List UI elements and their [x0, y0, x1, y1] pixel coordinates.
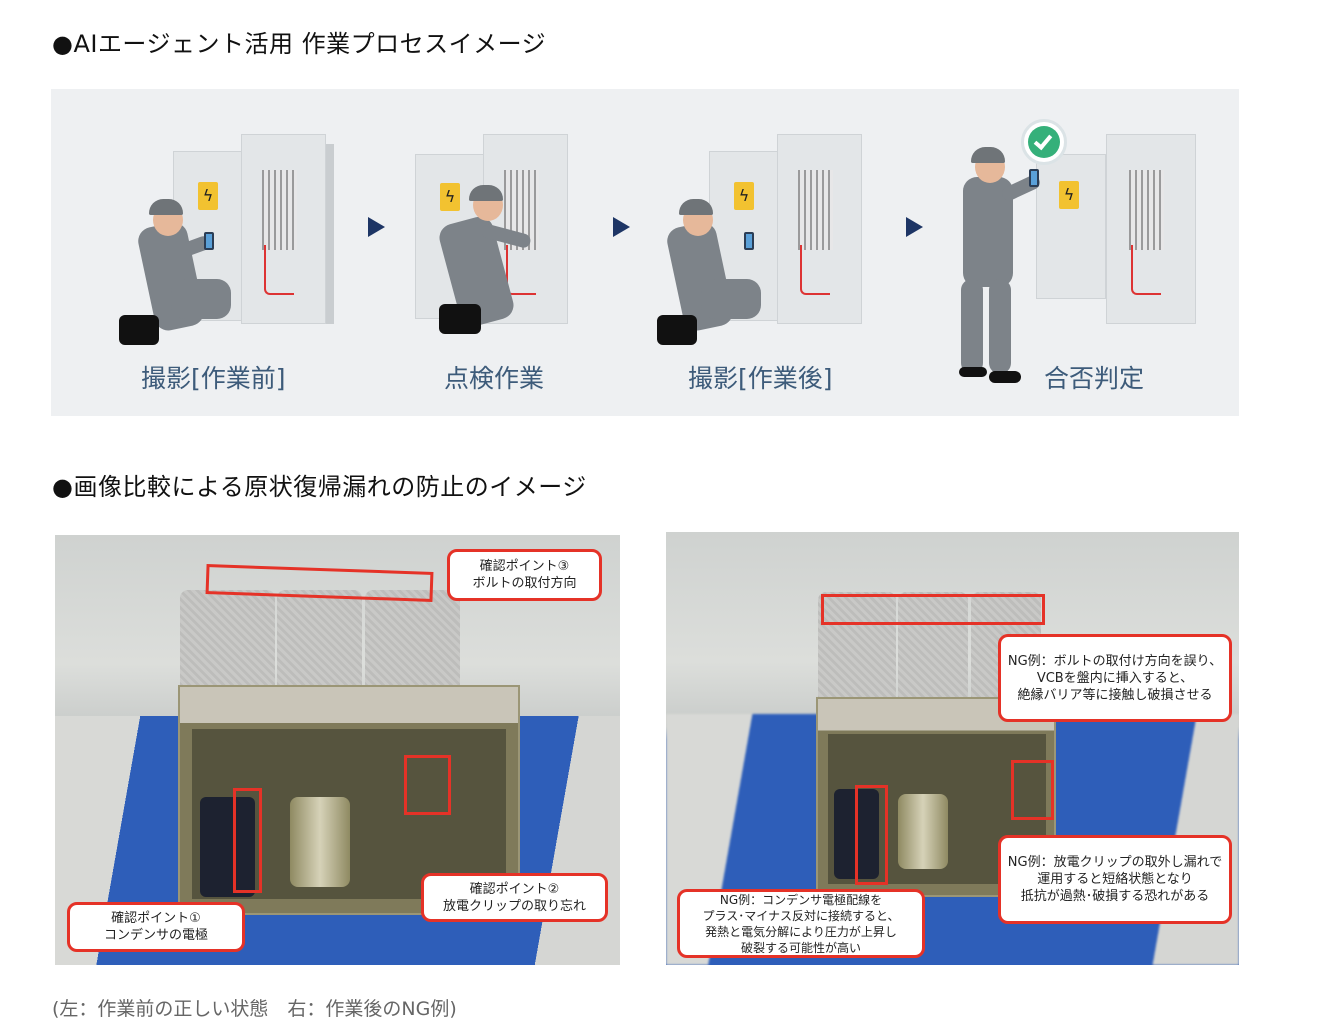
- step-label: 撮影[作業後]: [688, 364, 833, 393]
- callout-line: プラス･マイナス反対に接続すると、: [702, 908, 900, 923]
- section-title-comparison: ●画像比較による原状復帰漏れの防止のイメージ: [52, 473, 587, 501]
- check-icon: [1021, 119, 1067, 165]
- highlight-discharge-clip: [1011, 760, 1054, 820]
- callout-line: 絶縁バリア等に接触し破損させる: [1017, 687, 1213, 703]
- photo-after-work-ng: NG例：ボルトの取付け方向を誤り、 VCBを盤内に挿入すると、 絶縁バリア等に接…: [666, 532, 1239, 965]
- highlight-capacitor: [233, 788, 262, 893]
- callout-line: 破裂する可能性が高い: [740, 940, 861, 955]
- callout-point-2: 確認ポイント② 放電クリップの取り忘れ: [421, 873, 608, 922]
- process-panel: ϟ 撮影[作業前] ϟ 点検作業: [51, 89, 1239, 416]
- callout-point-3: 確認ポイント③ ボルトの取付方向: [447, 549, 602, 601]
- section-title-process: ●AIエージェント活用 作業プロセスイメージ: [52, 30, 547, 58]
- cabinet: [241, 134, 326, 324]
- insulator: [365, 590, 460, 690]
- step-photo-before: ϟ 撮影[作業前]: [111, 89, 351, 416]
- callout-line: ボルトの取付方向: [472, 576, 577, 591]
- cabinet: [777, 134, 862, 324]
- insulator: [277, 590, 362, 690]
- step-judgement: ϟ 合否判定: [951, 89, 1241, 416]
- cabinet-door: ϟ: [1036, 154, 1106, 299]
- callout-line: 発熱と電気分解により圧力が上昇し: [705, 924, 897, 939]
- callout-point-1: 確認ポイント① コンデンサの電極: [67, 902, 245, 952]
- callout-line: 運用すると短絡状態となり: [1037, 872, 1193, 887]
- insulator: [898, 592, 968, 712]
- callout-line: NG例：コンデンサ電極配線を: [719, 892, 883, 907]
- callout-line: 放電クリップの取り忘れ: [442, 898, 586, 914]
- callout-line: 確認ポイント②: [469, 881, 560, 897]
- figure-caption: (左：作業前の正しい状態 右：作業後のNG例): [52, 998, 457, 1020]
- callout-line: NG例：放電クリップの取外し漏れで: [1007, 855, 1223, 870]
- callout-line: 確認ポイント③: [479, 559, 570, 574]
- callout-ng-clip: NG例：放電クリップの取外し漏れで 運用すると短絡状態となり 抵抗が過熱･破損す…: [998, 835, 1232, 924]
- triangle-right-icon: [368, 217, 385, 237]
- callout-line: コンデンサの電極: [103, 928, 208, 943]
- highlight-bolts: [821, 594, 1045, 625]
- triangle-right-icon: [613, 217, 630, 237]
- step-label: 撮影[作業前]: [141, 364, 286, 393]
- step-inspection: ϟ 点検作業: [411, 89, 611, 416]
- insulator: [818, 592, 896, 712]
- callout-ng-capacitor: NG例：コンデンサ電極配線を プラス･マイナス反対に接続すると、 発熱と電気分解…: [677, 889, 925, 958]
- step-label: 点検作業: [444, 364, 545, 393]
- insulator: [180, 590, 275, 690]
- highlight-capacitor: [855, 785, 888, 885]
- step-photo-after: ϟ 撮影[作業後]: [651, 89, 911, 416]
- triangle-right-icon: [906, 217, 923, 237]
- highlight-discharge-clip: [404, 755, 451, 815]
- cabinet: [1106, 134, 1196, 324]
- callout-line: VCBを盤内に挿入すると、: [1036, 670, 1194, 686]
- callout-line: 確認ポイント①: [111, 911, 201, 926]
- callout-line: 抵抗が過熱･破損する恐れがある: [1020, 889, 1210, 904]
- callout-line: NG例：ボルトの取付け方向を誤り、: [1007, 653, 1223, 669]
- photo-before-work: 確認ポイント③ ボルトの取付方向 確認ポイント① コンデンサの電極 確認ポイント…: [55, 535, 620, 965]
- callout-ng-bolt: NG例：ボルトの取付け方向を誤り、 VCBを盤内に挿入すると、 絶縁バリア等に接…: [998, 634, 1232, 722]
- step-label: 合否判定: [1044, 364, 1145, 393]
